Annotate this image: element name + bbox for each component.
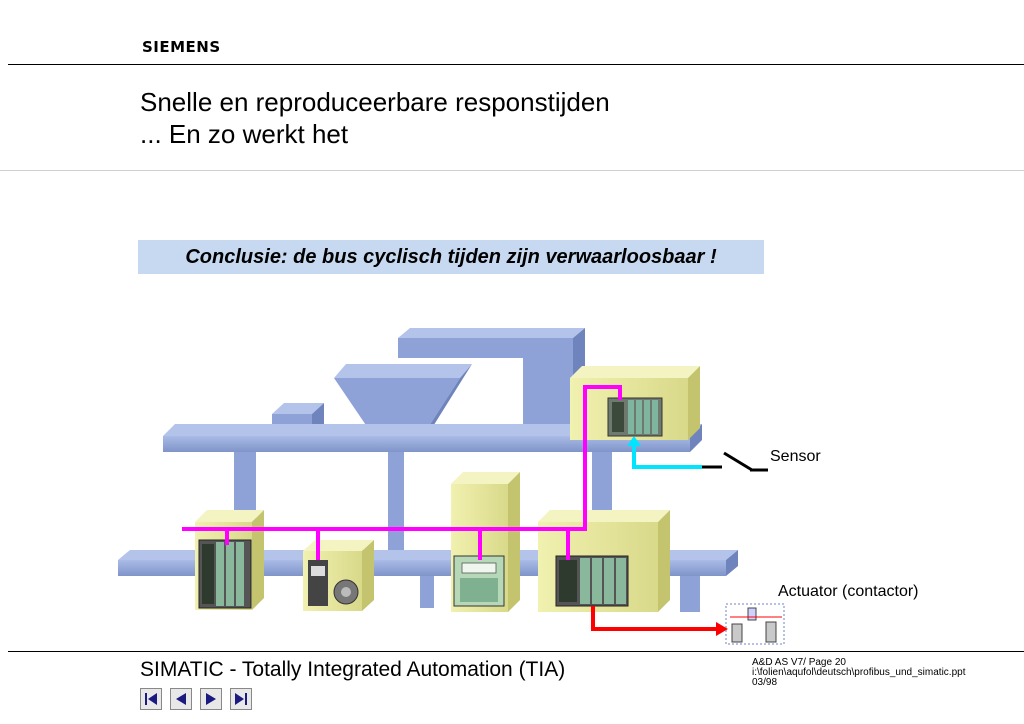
profibus-bus <box>182 385 622 560</box>
meta-date: 03/98 <box>752 677 778 688</box>
cabinet-drive <box>303 540 374 611</box>
meta-page: A&D AS V7/ Page 20 <box>752 657 846 668</box>
title-line-1: Snelle en reproduceerbare responstijden <box>140 87 610 117</box>
first-slide-button[interactable] <box>140 688 162 710</box>
footer-title: SIMATIC - Totally Integrated Automation … <box>140 658 566 681</box>
overhead-pipe <box>398 328 585 440</box>
last-slide-button[interactable] <box>230 688 252 710</box>
sensor-line <box>627 436 702 469</box>
title-divider <box>0 170 1024 171</box>
last-icon <box>235 693 247 705</box>
previous-icon <box>176 693 186 705</box>
header-divider <box>8 64 1024 65</box>
footer-meta: A&D AS V7/ Page 20 i:\folien\aqufol\deut… <box>752 658 965 688</box>
actuator-label: Actuator (contactor) <box>778 583 919 600</box>
cabinet-right <box>538 510 670 612</box>
page-title: Snelle en reproduceerbare responstijden … <box>140 86 610 150</box>
actuator-line <box>591 606 728 636</box>
title-line-2: ... En zo werkt het <box>140 119 349 149</box>
cabinet-left <box>195 510 264 610</box>
footer-divider <box>8 651 1024 652</box>
sensor-label: Sensor <box>770 448 821 465</box>
next-slide-button[interactable] <box>200 688 222 710</box>
contactor-icon <box>725 603 785 645</box>
siemens-logo: SIEMENS <box>142 38 221 56</box>
next-icon <box>206 693 216 705</box>
meta-path: i:\folien\aqufol\deutsch\profibus_und_si… <box>752 667 966 678</box>
conclusion-banner: Conclusie: de bus cyclisch tijden zijn v… <box>138 240 764 274</box>
previous-slide-button[interactable] <box>170 688 192 710</box>
cabinet-upper-right <box>570 366 700 440</box>
sensor-switch-icon <box>702 451 768 472</box>
cabinet-operator-panel <box>451 472 520 612</box>
upper-beam <box>163 424 702 452</box>
first-icon <box>145 693 157 705</box>
